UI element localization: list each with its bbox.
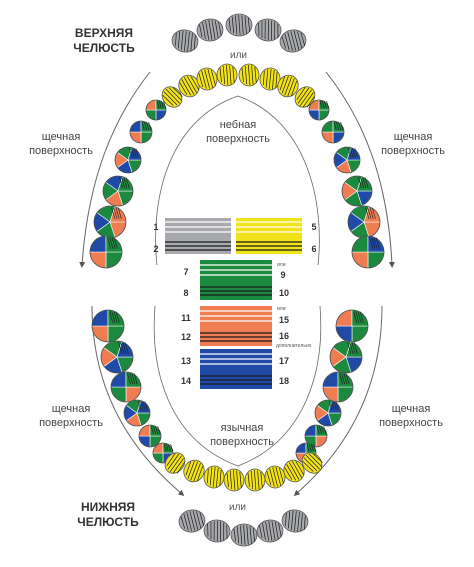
arc-upper-left (79, 71, 151, 268)
lower-left-tooth (152, 442, 174, 464)
lower-right-tooth (314, 399, 342, 427)
lower-left-tooth (110, 371, 142, 403)
legend-orange-or: или (277, 306, 286, 312)
lower-gray-teeth-row (178, 509, 309, 547)
arc-lower-right (293, 305, 383, 496)
lower-gray-tooth (230, 523, 258, 547)
lower-yellow-tooth (223, 468, 245, 492)
legend-num-6: 6 (311, 244, 317, 254)
upper-yellow-tooth (294, 86, 316, 108)
legend-yellow-swatch (236, 218, 302, 254)
upper-left-tooth (129, 120, 153, 144)
buccal-surface-label-lower-right: щечная поверхность (379, 403, 443, 429)
arc-tongue-inner (153, 305, 322, 467)
upper-right-tooth (308, 99, 330, 121)
legend-num-13: 13 (180, 356, 191, 366)
upper-left-tooth (114, 146, 142, 174)
upper-gray-teeth-row (171, 13, 307, 53)
legend-num-14: 14 (180, 376, 191, 386)
lower-left-tooth (138, 424, 162, 448)
upper-right-tooth (351, 235, 385, 269)
lower-gray-tooth (256, 519, 284, 543)
legend-num-18: 18 (278, 376, 289, 386)
lower-right-tooth (304, 424, 328, 448)
legend-blue-swatch (200, 349, 272, 389)
lower-left-tooth (100, 340, 134, 374)
lower-jaw-title: НИЖНЯЯ ЧЕЛЮСТЬ (77, 500, 139, 529)
upper-right-tooth (341, 175, 373, 207)
lower-yellow-tooth (164, 452, 186, 474)
upper-gray-tooth (171, 29, 199, 53)
upper-palatal-teeth-row (161, 63, 316, 108)
legend-orange-swatch (200, 306, 272, 346)
upper-left-buccal-teeth (89, 99, 167, 269)
upper-left-tooth (102, 175, 134, 207)
or-label-bottom: или (229, 502, 247, 513)
upper-right-tooth (321, 120, 345, 144)
lower-yellow-tooth (244, 468, 266, 492)
lower-yellow-tooth (183, 459, 205, 483)
legend-num-11: 11 (181, 313, 191, 323)
upper-gray-tooth (196, 18, 224, 42)
legend-num-9: 9 (280, 270, 286, 280)
legend-num-17: 17 (278, 356, 289, 366)
lower-yellow-tooth (264, 465, 286, 489)
upper-left-tooth (145, 99, 167, 121)
lower-yellow-tooth (283, 459, 305, 483)
upper-right-tooth (333, 146, 361, 174)
legend-num-5: 5 (311, 222, 317, 232)
or-label-top: или (230, 50, 248, 61)
upper-yellow-tooth (238, 63, 260, 87)
upper-yellow-tooth (196, 67, 218, 91)
upper-left-tooth (93, 205, 127, 239)
lower-right-tooth (329, 340, 363, 374)
lower-right-tooth (322, 371, 354, 403)
lower-yellow-tooth (203, 465, 225, 489)
legend-num-12: 12 (180, 332, 191, 342)
upper-gray-tooth (279, 29, 307, 53)
legend-num-1: 1 (153, 222, 159, 232)
legend-num-7: 7 (183, 267, 189, 277)
legend-num-16: 16 (278, 331, 289, 341)
upper-jaw-title: ВЕРХНЯЯ ЧЕЛЮСТЬ (73, 26, 135, 55)
legend-gray-swatch (165, 218, 231, 254)
buccal-surface-label-upper-left: щечная поверхность (29, 131, 93, 157)
legend-num-10: 10 (278, 288, 289, 298)
buccal-surface-label-upper-right: щечная поверхность (381, 131, 445, 157)
palatal-surface-label: небная поверхность (206, 119, 270, 145)
lower-right-tooth (335, 309, 369, 343)
buccal-surface-label-lower-left: щечная поверхность (39, 403, 103, 429)
lower-lingual-teeth-row (164, 452, 323, 492)
legend-green-or: или (277, 262, 286, 268)
upper-gray-tooth (254, 18, 282, 42)
lower-right-buccal-teeth (295, 309, 369, 464)
lingual-surface-label: язычная поверхность (210, 422, 274, 448)
lower-left-buccal-teeth (91, 309, 174, 464)
legend-green-swatch (200, 260, 272, 300)
upper-right-buccal-teeth (308, 99, 385, 269)
upper-yellow-tooth (216, 63, 238, 87)
lower-gray-tooth (203, 519, 231, 543)
legend-orange-additional: дополнительно (276, 343, 312, 349)
upper-left-tooth (89, 235, 123, 269)
lower-yellow-tooth (301, 452, 323, 474)
lower-left-tooth (91, 309, 125, 343)
legend-num-8: 8 (183, 288, 189, 298)
lower-left-tooth (123, 399, 151, 427)
upper-right-tooth (347, 205, 381, 239)
upper-gray-tooth (225, 13, 253, 37)
legend-num-15: 15 (278, 315, 289, 325)
upper-yellow-tooth (277, 74, 299, 98)
lower-gray-tooth (178, 509, 206, 533)
lower-gray-tooth (281, 509, 309, 533)
upper-yellow-tooth (161, 86, 183, 108)
arc-lower-left (91, 305, 185, 496)
legend-num-2: 2 (153, 244, 159, 254)
arc-upper-right (325, 71, 395, 268)
arc-palate-inner (155, 95, 320, 266)
